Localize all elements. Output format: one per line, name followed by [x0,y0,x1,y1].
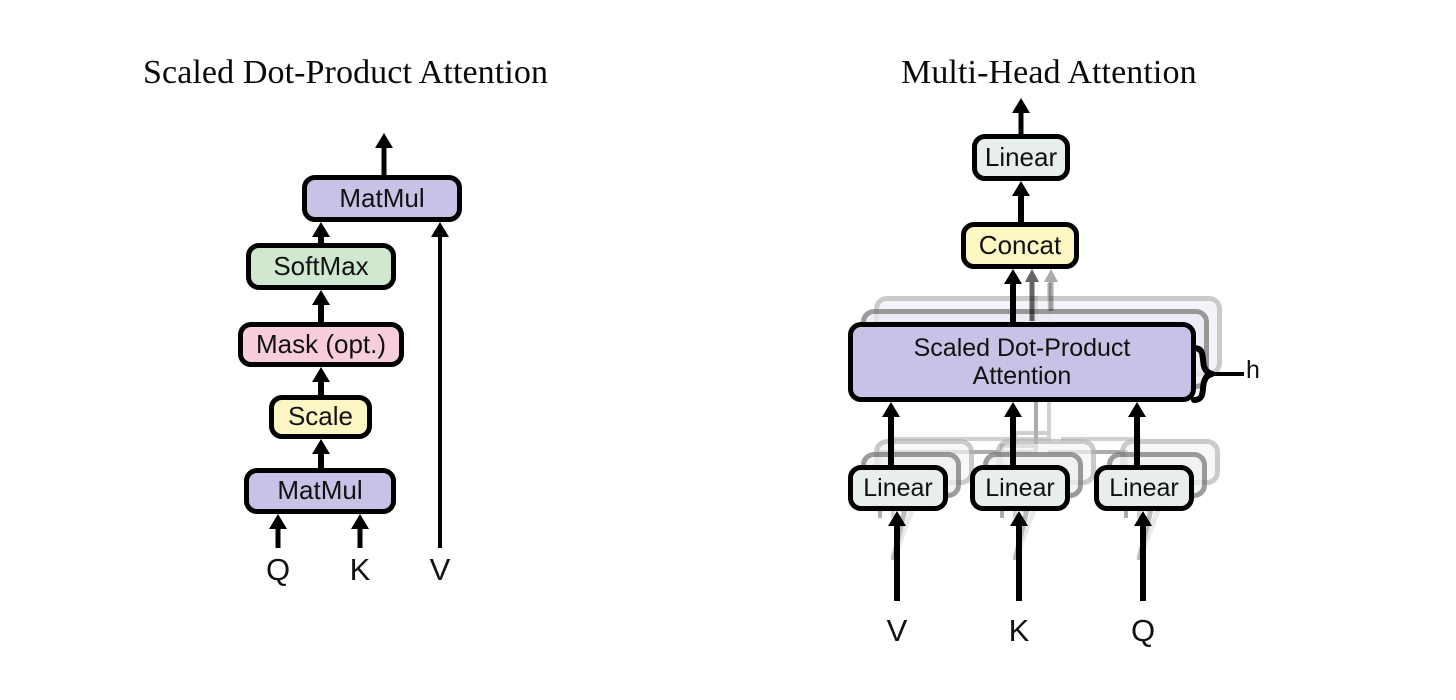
arrow-input-q-right [1132,511,1154,601]
arrow-head2-to-concat [1023,269,1041,321]
node-concat[interactable]: Concat [961,222,1079,269]
input-label-v-left: V [429,552,451,587]
node-softmax[interactable]: SoftMax [246,243,396,290]
node-sdpa[interactable]: Scaled Dot-Product Attention [848,322,1196,402]
node-mask[interactable]: Mask (opt.) [238,322,404,367]
input-label-q-left: Q [265,552,291,587]
right-panel-title: Multi-Head Attention [901,54,1197,91]
arrow-input-k-left [350,514,370,548]
heads-brace [1191,345,1244,403]
node-label: SoftMax [273,250,369,281]
arrow-linear-q-to-sdpa [1126,402,1148,466]
node-label: Mask (opt.) [255,328,387,359]
arrow-concat-to-linear [1010,181,1032,222]
arrow-mask-to-softmax [310,290,332,326]
node-label: Linear [863,474,933,502]
node-label: Scale [287,401,354,432]
arrow-input-v-left [430,222,450,548]
arrow-linear-k-to-sdpa [1002,402,1024,466]
node-scale[interactable]: Scale [269,395,372,439]
node-label: MatMul [339,182,425,213]
output-arrow-left [373,133,395,181]
arrow-linear-v-to-sdpa [880,402,902,466]
heads-count-label: h [1246,356,1260,384]
input-label-q-right: Q [1130,613,1156,648]
input-label-v-right: V [886,613,908,648]
node-label: Concat [978,229,1062,260]
node-label: Linear [984,141,1058,172]
input-label-k-left: K [349,552,371,587]
arrow-input-q-left [268,514,288,548]
node-label: Scaled Dot-Product Attention [913,334,1131,390]
input-label-k-right: K [1008,613,1030,648]
node-label: Linear [985,474,1055,502]
node-linear-output[interactable]: Linear [972,134,1070,181]
arrow-input-k-right [1008,511,1030,601]
arrow-head3-to-concat [1042,269,1060,311]
arrow-input-v-right [886,511,908,601]
arrow-scale-to-mask [310,367,332,399]
output-arrow-right [1010,98,1032,138]
arrow-matmul-to-scale [310,439,332,473]
node-label: Linear [1109,474,1179,502]
node-matmul-top[interactable]: MatMul [302,175,462,222]
left-panel-title: Scaled Dot-Product Attention [143,54,549,91]
node-label: MatMul [277,475,363,506]
node-matmul-bottom[interactable]: MatMul [244,468,396,514]
node-linear-q[interactable]: Linear [1094,465,1194,511]
node-linear-v[interactable]: Linear [848,465,948,511]
node-linear-k[interactable]: Linear [970,465,1070,511]
